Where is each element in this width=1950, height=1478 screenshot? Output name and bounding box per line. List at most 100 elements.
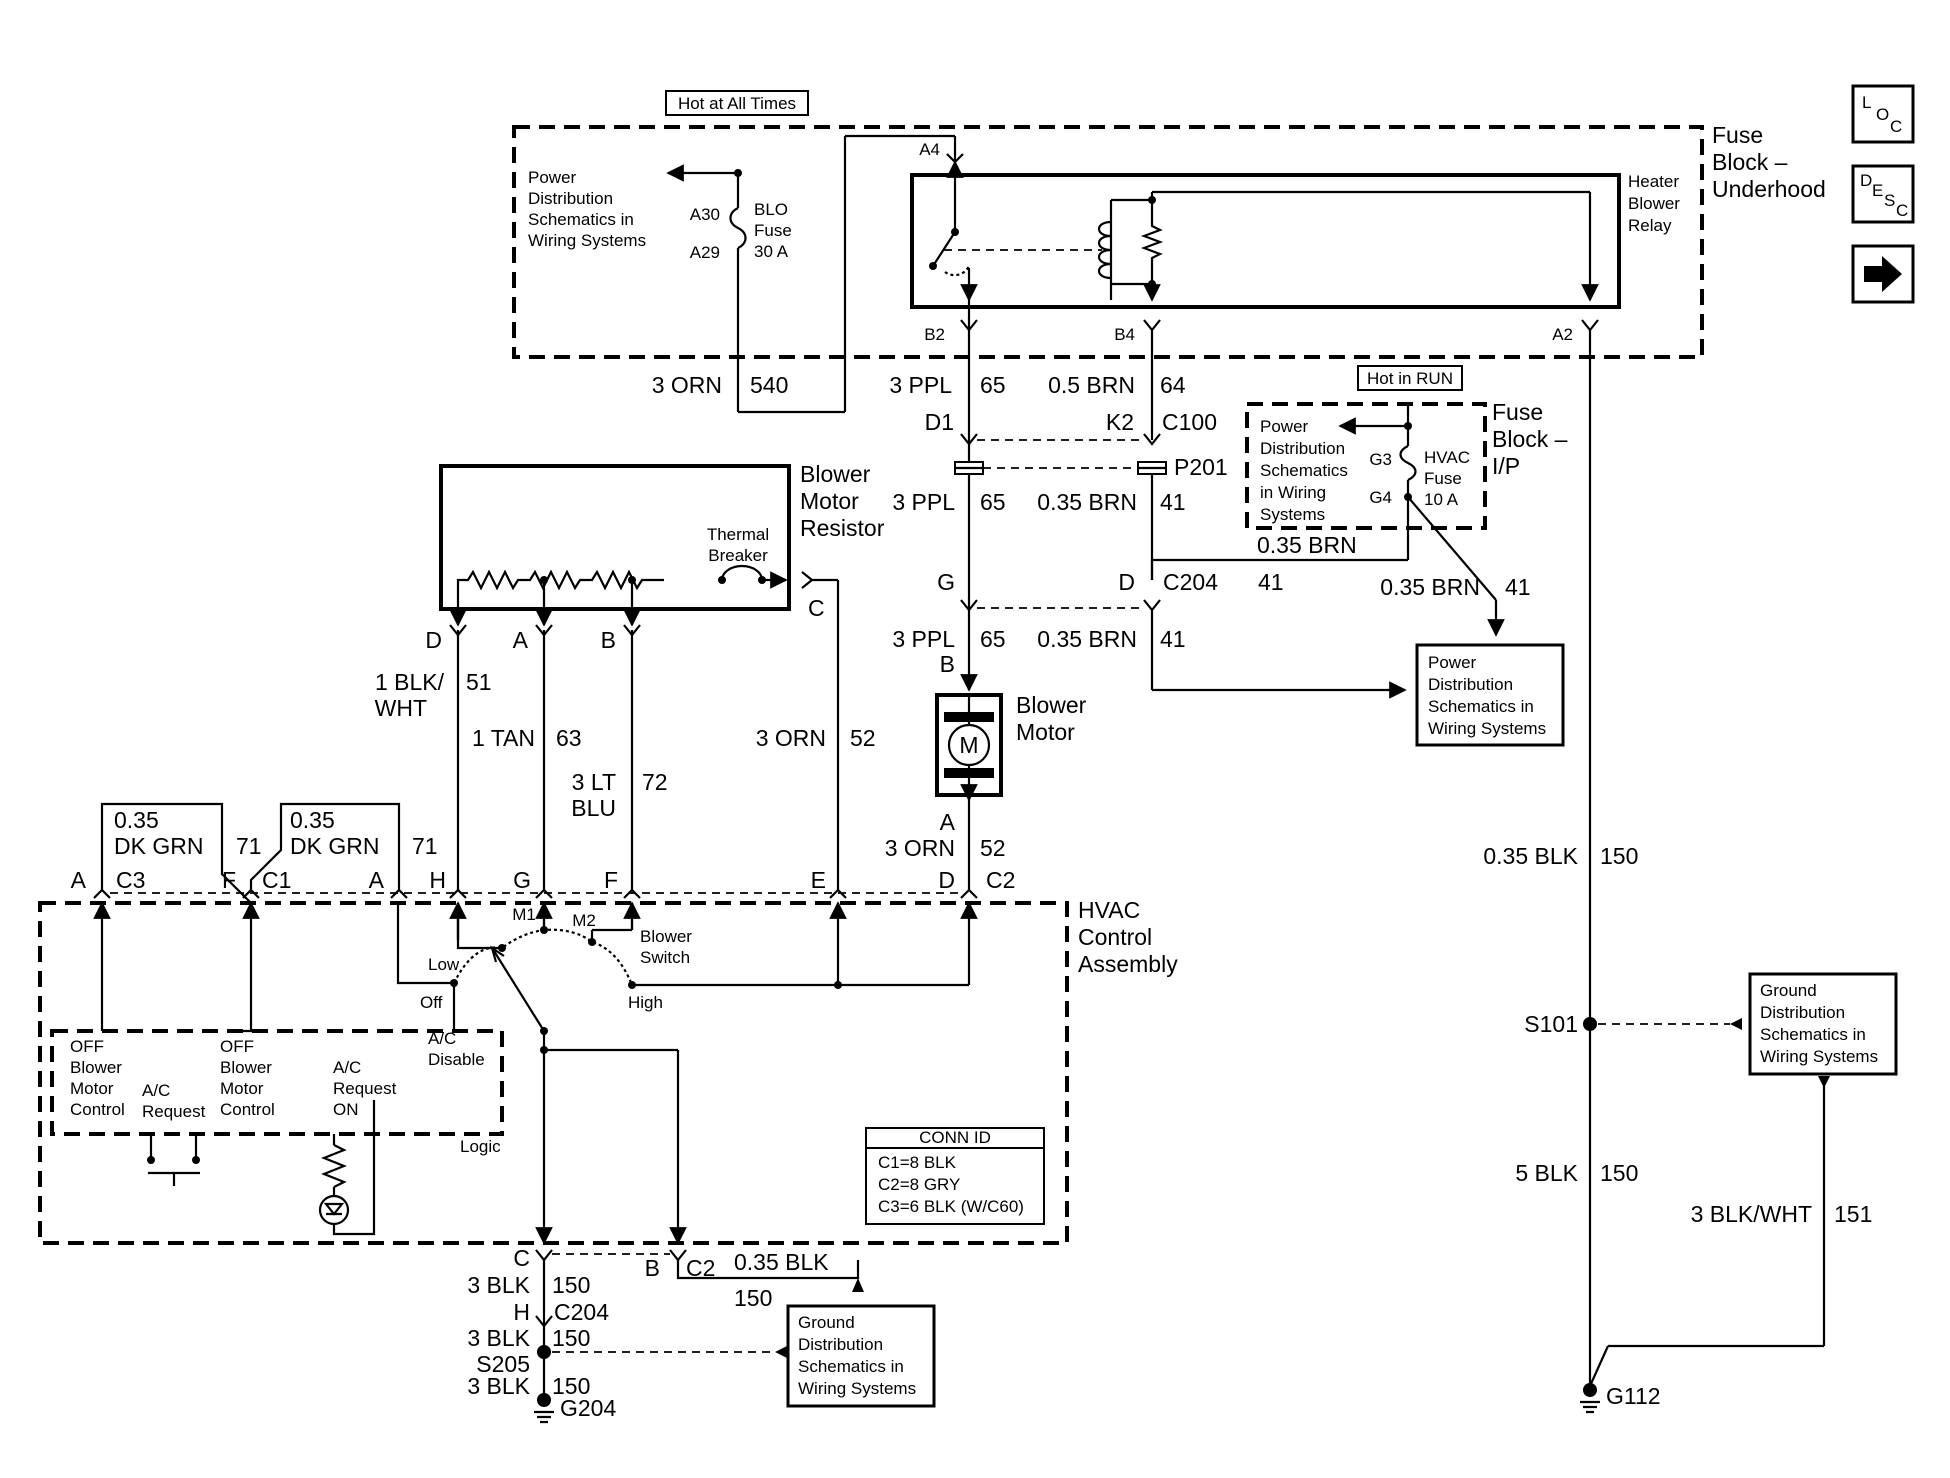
power-dist-3-line-2: Distribution	[1428, 675, 1513, 694]
blower-motor-resistor	[439, 464, 791, 611]
ground-dist-1-line-2: Distribution	[798, 1335, 883, 1354]
wire-64-gauge: 0.5 BRN	[1048, 372, 1135, 398]
ac-request-on-line-1: A/C	[333, 1058, 361, 1077]
ground-dist-1-line-3: Schematics in	[798, 1357, 904, 1376]
blo-fuse-label-1: BLO	[754, 200, 788, 219]
wire-51-gauge-1: 1 BLK/	[375, 669, 445, 695]
wire-540-gauge: 3 ORN	[652, 372, 722, 398]
power-dist-3-line-3: Schematics in	[1428, 697, 1534, 716]
hvac-control-assembly-outline	[38, 901, 1069, 1245]
pin-res-c: C	[808, 595, 825, 621]
wire-41c-gauge: 0.35 BRN	[1037, 626, 1137, 652]
ground-g112: G112	[1606, 1383, 1661, 1409]
wire-72-gauge-1: 3 LT	[572, 769, 616, 795]
off-blower-1-line-1: OFF	[70, 1037, 104, 1056]
logic-box	[50, 1029, 504, 1136]
pin-h-d: D	[938, 867, 955, 893]
desc-c: C	[1896, 201, 1908, 220]
heater-blower-relay	[910, 173, 1621, 309]
wire-151-gauge: 3 BLK/WHT	[1691, 1201, 1812, 1227]
logic-label: Logic	[460, 1137, 501, 1156]
wire-63-circuit: 63	[556, 725, 582, 751]
power-dist-2-line-4: in Wiring	[1260, 483, 1326, 502]
blower-motor-label-1: Blower	[1016, 692, 1087, 718]
pin-res-a: A	[513, 627, 529, 653]
desc-button[interactable]: D E S C	[1851, 164, 1915, 224]
ground-dist-1-line-1: Ground	[798, 1313, 855, 1332]
thermal-breaker-label-1: Thermal	[707, 525, 769, 544]
power-dist-2-line-1: Power	[1260, 417, 1309, 436]
desc-s: S	[1884, 191, 1895, 210]
pin-b2: B2	[924, 325, 945, 344]
blo-fuse-label-2: Fuse	[754, 221, 792, 240]
pin-bot-h: H	[513, 1299, 530, 1325]
power-dist-2-line-5: Systems	[1260, 505, 1325, 524]
ac-request-on-line-2: Request	[333, 1079, 397, 1098]
wire-41-gauge: 0.35 BRN	[1037, 489, 1137, 515]
pin-k2: K2	[1106, 409, 1134, 435]
splice-s101: S101	[1524, 1011, 1578, 1037]
off-blower-2-line-4: Control	[220, 1100, 275, 1119]
wire-71b-gauge-2: DK GRN	[290, 833, 379, 859]
power-dist-3-line-4: Wiring Systems	[1428, 719, 1546, 738]
pin-c100: C100	[1162, 409, 1217, 435]
power-dist-2-line-3: Schematics	[1260, 461, 1348, 480]
wire-65-circuit: 65	[980, 372, 1006, 398]
hvac-label-1: HVAC	[1078, 897, 1140, 923]
loc-l: L	[1862, 93, 1871, 112]
wire-41r-gauge: 0.35 BRN	[1380, 574, 1480, 600]
wire-72-circuit: 72	[642, 769, 668, 795]
wire-72-gauge-2: BLU	[571, 795, 616, 821]
conn-id-title: CONN ID	[919, 1128, 991, 1147]
motor-symbol: M	[959, 732, 978, 758]
wire-52-circuit: 52	[850, 725, 876, 751]
wire-g-150-circuit: 150	[552, 1373, 590, 1399]
power-dist-1-line-2: Distribution	[528, 189, 613, 208]
conn-id-row-3: C3=6 BLK (W/C60)	[878, 1197, 1024, 1216]
ac-request-line-2: Request	[142, 1102, 206, 1121]
pin-b4: B4	[1114, 325, 1135, 344]
fuse-block-ip-label-1: Fuse	[1492, 399, 1543, 425]
wire-71b-gauge-1: 0.35	[290, 807, 335, 833]
relay-label-1: Heater	[1628, 172, 1679, 191]
wire-65b-gauge: 3 PPL	[892, 489, 955, 515]
pin-h-f2: F	[604, 867, 618, 893]
off-blower-1-line-2: Blower	[70, 1058, 122, 1077]
wire-151-circuit: 151	[1834, 1201, 1872, 1227]
fuse-block-ip-label-2: Block –	[1492, 426, 1568, 452]
fuse-block-underhood-outline	[512, 125, 1704, 359]
pin-a29: A29	[690, 243, 720, 262]
switch-m2-label: M2	[572, 911, 596, 930]
wire-63-gauge: 1 TAN	[472, 725, 535, 751]
wire-150b-circuit: 150	[1600, 1160, 1638, 1186]
hvac-fuse-label-3: 10 A	[1424, 490, 1459, 509]
pin-bot-c: C	[513, 1245, 530, 1271]
pin-bot-b: B	[645, 1255, 660, 1281]
off-blower-2-line-2: Blower	[220, 1058, 272, 1077]
wire-65b-circuit: 65	[980, 489, 1006, 515]
switch-m1-label: M1	[512, 905, 536, 924]
pin-c204: C204	[1163, 569, 1218, 595]
wire-65c-circuit: 65	[980, 626, 1006, 652]
pin-h-f1: F	[222, 867, 236, 893]
wire-b-150-circuit: 150	[734, 1285, 772, 1311]
fuse-block-underhood-label-1: Fuse	[1712, 122, 1763, 148]
wire-g-150-gauge: 3 BLK	[467, 1373, 530, 1399]
pin-res-d: D	[425, 627, 442, 653]
pin-h-c1: C1	[262, 867, 291, 893]
pin-g3: G3	[1369, 450, 1392, 469]
wire-71a-gauge-2: DK GRN	[114, 833, 203, 859]
power-dist-2-line-2: Distribution	[1260, 439, 1345, 458]
ground-dist-box-left	[786, 1304, 936, 1408]
off-blower-1-line-4: Control	[70, 1100, 125, 1119]
ground-dist-2-line-1: Ground	[1760, 981, 1817, 1000]
relay-label-3: Relay	[1628, 216, 1672, 235]
next-arrow-button[interactable]	[1851, 244, 1915, 304]
pin-a2: A2	[1552, 325, 1573, 344]
off-blower-2-line-1: OFF	[220, 1037, 254, 1056]
wire-41ip-gauge: 0.35 BRN	[1257, 532, 1357, 558]
loc-button[interactable]: L O C	[1851, 84, 1915, 144]
wire-51-gauge-2: WHT	[375, 695, 427, 721]
c204-circuit: 41	[1258, 569, 1284, 595]
